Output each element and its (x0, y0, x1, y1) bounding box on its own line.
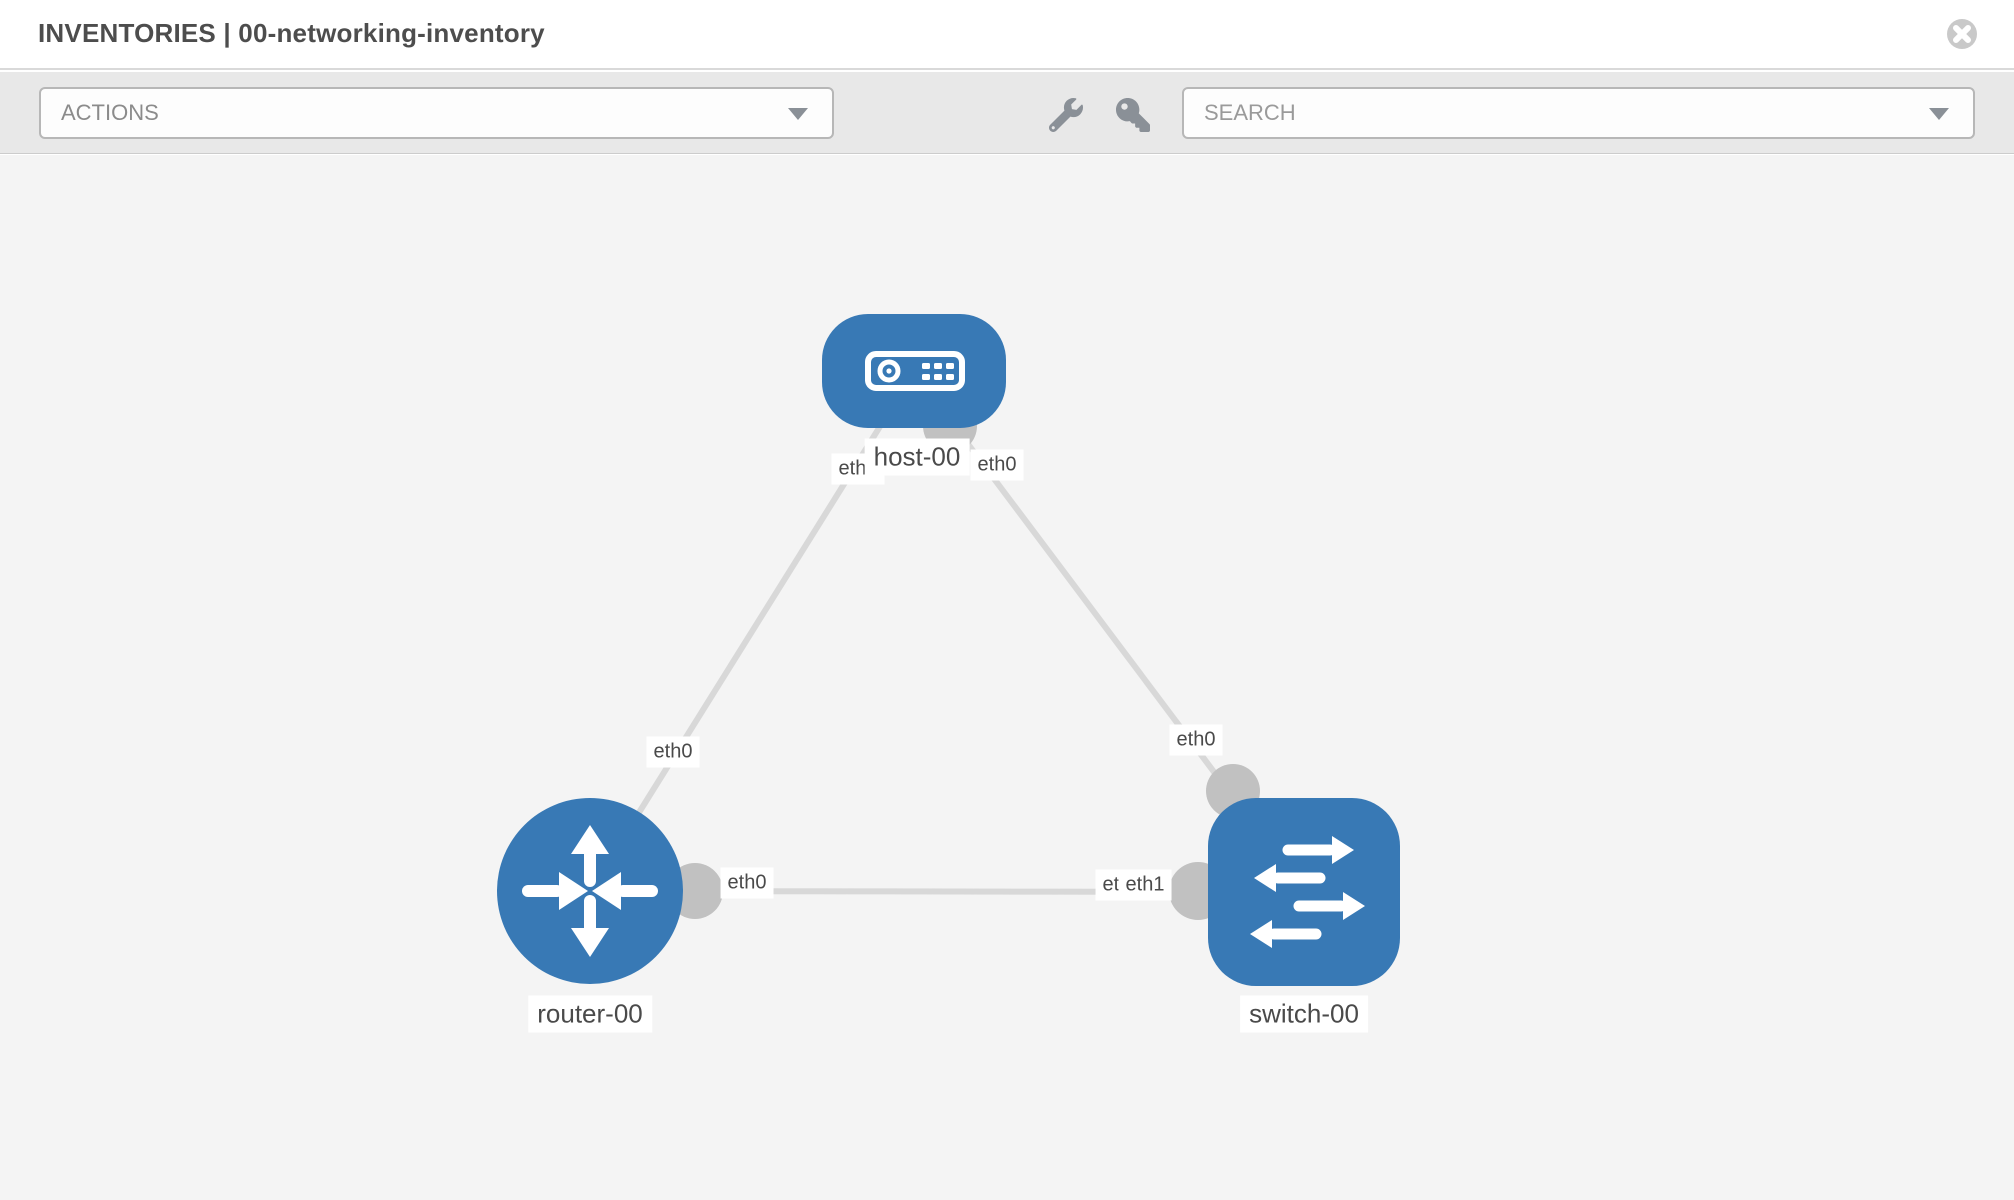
node-host-00[interactable] (822, 314, 1006, 428)
topology-canvas[interactable]: host-00 router-00 switch-00 eth0 eth0 et… (0, 155, 2014, 1200)
topology-graph (497, 314, 1400, 986)
chevron-down-icon (788, 108, 808, 120)
interface-label: eth1 (1118, 869, 1172, 901)
node-label-switch: switch-00 (1240, 995, 1368, 1033)
node-label-host: host-00 (864, 438, 970, 476)
actions-dropdown-label: ACTIONS (61, 100, 159, 125)
switch-icon (1250, 836, 1365, 948)
interface-label: eth0 (1169, 724, 1223, 756)
search-dropdown-label: SEARCH (1204, 100, 1296, 125)
actions-dropdown[interactable]: ACTIONS (39, 87, 834, 139)
close-icon (1947, 19, 1977, 49)
key-icon (1116, 98, 1150, 132)
node-label-router: router-00 (528, 995, 652, 1033)
credentials-button[interactable] (1116, 98, 1150, 132)
tools-button[interactable] (1048, 98, 1083, 133)
node-router-00[interactable] (497, 798, 683, 984)
chevron-down-icon (1929, 108, 1949, 120)
interface-label: eth0 (646, 736, 700, 768)
search-dropdown[interactable]: SEARCH (1182, 87, 1975, 139)
toolbar: ACTIONS SEARCH (0, 72, 2014, 154)
interface-label: eth0 (720, 867, 774, 899)
header: INVENTORIES | 00-networking-inventory (0, 0, 2014, 70)
wrench-icon (1048, 98, 1083, 133)
node-switch-00[interactable] (1208, 798, 1400, 986)
close-button[interactable] (1946, 18, 1978, 50)
router-icon (522, 825, 658, 957)
host-icon (865, 351, 965, 391)
interface-label: eth0 (970, 449, 1024, 481)
page-title: INVENTORIES | 00-networking-inventory (38, 18, 545, 48)
